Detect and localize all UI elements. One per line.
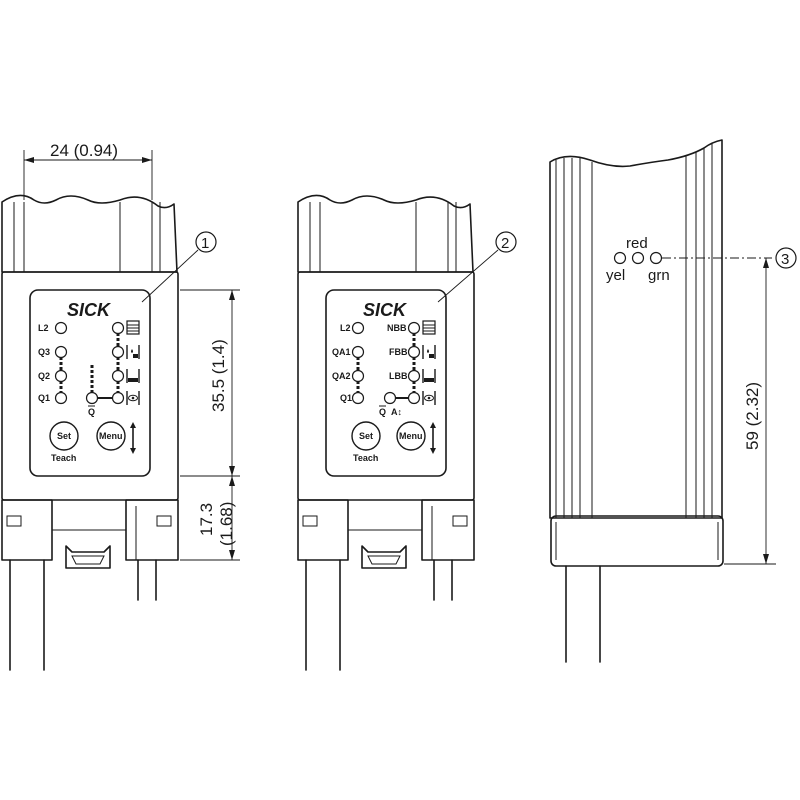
led-column-left-1: L2 Q3 Q2 Q1 bbox=[38, 321, 68, 405]
led-column-right-2: NBB FBB LBB Q A↕ bbox=[379, 320, 436, 417]
red-led-label: red bbox=[626, 235, 648, 252]
led-indicator bbox=[351, 321, 365, 335]
led-indicator bbox=[407, 345, 421, 359]
led-label: NBB bbox=[387, 323, 407, 333]
led-indicator bbox=[54, 391, 68, 405]
width-label: 24 (0.94) bbox=[50, 141, 118, 160]
side-view bbox=[549, 139, 724, 663]
width-dimension: 24 (0.94) bbox=[23, 141, 153, 200]
led-indicator bbox=[111, 321, 125, 335]
yellow-led-label: yel bbox=[606, 267, 625, 284]
led-label: Q3 bbox=[38, 347, 50, 357]
led-indicator bbox=[407, 369, 421, 383]
q-bar-label: Q bbox=[88, 407, 95, 417]
set-button-1[interactable]: Set bbox=[49, 421, 79, 451]
brand-logo: SICK bbox=[67, 300, 112, 320]
window-height-label: 35.5 (1.4) bbox=[209, 339, 228, 412]
side-height-dimension: 59 (2.32) bbox=[724, 258, 776, 565]
led-label: FBB bbox=[389, 347, 408, 357]
callout-2: 2 bbox=[437, 231, 517, 303]
callout-1: 1 bbox=[141, 231, 217, 303]
led-label: Q2 bbox=[38, 371, 50, 381]
callout-number: 1 bbox=[201, 235, 209, 252]
led-indicator bbox=[111, 391, 125, 405]
brand-logo-2: SICK bbox=[363, 300, 408, 320]
teach-label: Teach bbox=[51, 453, 76, 463]
up-down-arrow-icon bbox=[430, 422, 436, 454]
led-column-right-1: Q bbox=[85, 320, 140, 417]
led-indicator bbox=[54, 345, 68, 359]
low-level-icon bbox=[422, 369, 436, 383]
led-indicator bbox=[407, 321, 421, 335]
menu-button-2[interactable]: Menu bbox=[396, 421, 426, 451]
height-dimensions: 35.5 (1.4) 17.3 (1.68) bbox=[180, 289, 240, 561]
drop-level-icon bbox=[422, 345, 436, 359]
eye-icon bbox=[422, 391, 436, 405]
a-label: A↕ bbox=[391, 407, 402, 417]
set-label: Set bbox=[57, 431, 71, 441]
lower-height-inch-label: (1.68) bbox=[217, 502, 236, 546]
led-label: QA1 bbox=[332, 347, 351, 357]
front-view-2 bbox=[297, 194, 475, 671]
menu-button-1[interactable]: Menu bbox=[96, 421, 126, 451]
set-button-2[interactable]: Set bbox=[351, 421, 381, 451]
callout-number: 2 bbox=[501, 235, 509, 252]
led-label: L2 bbox=[38, 323, 49, 333]
callout-3: 3 bbox=[662, 247, 797, 269]
led-indicator bbox=[383, 391, 397, 405]
green-led-label: grn bbox=[648, 267, 670, 284]
q-bar-label: Q bbox=[379, 407, 386, 417]
eye-icon bbox=[126, 391, 140, 405]
lower-height-label: 17.3 bbox=[197, 503, 216, 536]
up-down-arrow-icon bbox=[130, 422, 136, 454]
led-indicator bbox=[351, 345, 365, 359]
level-full-icon bbox=[126, 320, 140, 335]
drop-level-icon bbox=[126, 345, 140, 359]
led-label: Q1 bbox=[38, 393, 50, 403]
led-label: QA2 bbox=[332, 371, 351, 381]
led-indicator bbox=[54, 369, 68, 383]
green-led bbox=[649, 251, 663, 265]
red-led bbox=[631, 251, 645, 265]
menu-label: Menu bbox=[99, 431, 123, 441]
led-indicator bbox=[111, 369, 125, 383]
led-indicator bbox=[351, 391, 365, 405]
yellow-led bbox=[613, 251, 627, 265]
led-indicator bbox=[407, 391, 421, 405]
level-full-icon bbox=[422, 320, 436, 335]
led-label: Q1 bbox=[340, 393, 352, 403]
led-indicator bbox=[54, 321, 68, 335]
callout-number: 3 bbox=[781, 251, 789, 268]
led-indicator bbox=[111, 345, 125, 359]
front-view-1 bbox=[1, 194, 179, 671]
led-indicator bbox=[351, 369, 365, 383]
menu-label: Menu bbox=[399, 431, 423, 441]
led-label: LBB bbox=[389, 371, 408, 381]
set-label: Set bbox=[359, 431, 373, 441]
led-label: L2 bbox=[340, 323, 351, 333]
led-indicator bbox=[85, 391, 99, 405]
low-level-icon bbox=[126, 369, 140, 383]
led-column-left-2: L2 QA1 QA2 Q1 bbox=[332, 321, 365, 405]
teach-label: Teach bbox=[353, 453, 378, 463]
side-height-label: 59 (2.32) bbox=[743, 382, 762, 450]
